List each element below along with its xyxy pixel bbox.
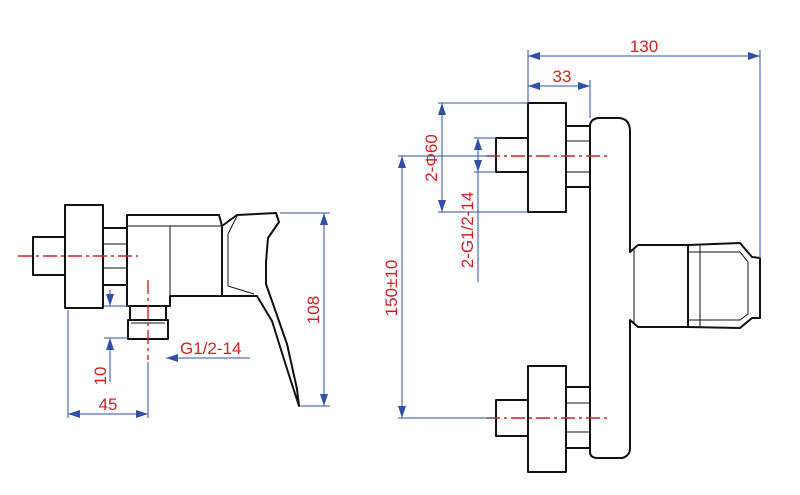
dim-thread-label: 2-G1/2-14 xyxy=(458,192,477,269)
dim-diameter-label: 2-Φ60 xyxy=(422,134,441,182)
dim-offset: 45 xyxy=(67,310,149,418)
front-cartridge xyxy=(687,242,761,329)
thread-callout: G1/2-14 xyxy=(166,339,250,362)
dim-height: 108 xyxy=(280,212,330,407)
dim-thread-length: 10 xyxy=(91,290,130,385)
dim-thread: 2-G1/2-14 xyxy=(458,137,496,282)
side-lever-handle xyxy=(221,212,300,407)
dim-flange-offset-label: 33 xyxy=(553,67,572,86)
dim-height-label: 108 xyxy=(304,296,323,324)
dim-offset-label: 45 xyxy=(99,395,118,414)
dim-flange-offset: 33 xyxy=(528,67,591,118)
thread-callout-label: G1/2-14 xyxy=(180,339,241,358)
dim-width-label: 130 xyxy=(630,37,658,56)
top-flange xyxy=(527,102,567,213)
dim-spacing: 150±10 xyxy=(382,155,494,419)
dim-spacing-label: 150±10 xyxy=(382,260,401,317)
side-view: 108 10 G1/2-14 45 xyxy=(18,204,330,418)
bottom-flange xyxy=(527,365,567,473)
top-pipe-stub xyxy=(495,137,529,173)
dim-diameter: 2-Φ60 xyxy=(422,102,528,213)
front-view: 130 33 2-Φ60 2-G1/2-14 xyxy=(382,37,761,473)
dim-width: 130 xyxy=(527,37,761,258)
front-body xyxy=(589,117,689,459)
side-body xyxy=(126,214,223,307)
dim-thread-length-label: 10 xyxy=(91,367,110,386)
